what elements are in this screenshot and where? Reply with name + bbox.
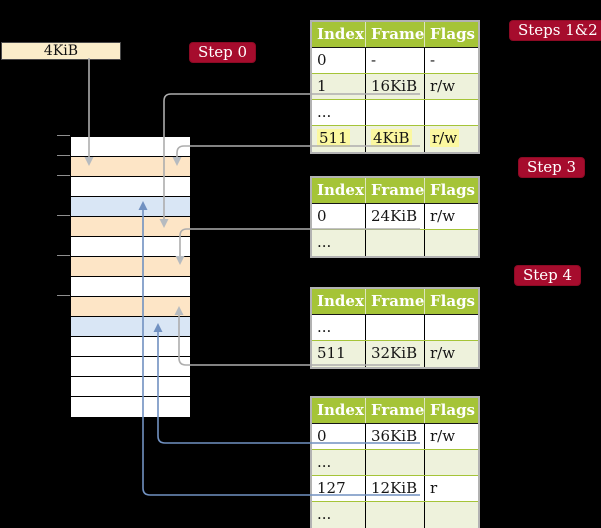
cell-index: 511 [312, 126, 366, 152]
badge-step-4: Step 4 [514, 265, 582, 286]
table-row: ... [312, 450, 478, 476]
memory-row-white [71, 397, 190, 417]
cell-frame [366, 450, 425, 475]
table-row-highlighted: 511 4KiB r/w [312, 126, 478, 152]
memory-tick [57, 215, 70, 216]
highlighted-value: 4KiB [371, 129, 412, 147]
badge-step-3: Step 3 [518, 157, 586, 178]
cell-flags: r [430, 479, 438, 497]
memory-row-white [71, 237, 190, 257]
cell-flags [425, 230, 478, 256]
cell-flags: r/w [430, 77, 456, 95]
memory-tick [57, 155, 70, 156]
cell-frame: 4KiB [366, 126, 425, 152]
memory-row-white [71, 337, 190, 357]
memory-row-white [71, 377, 190, 397]
col-header-frame: Frame [366, 22, 425, 47]
cell-frame [366, 502, 425, 528]
memory-row-white [71, 277, 190, 297]
page-table-step-4-lower: Index Frame Flags 0 36KiB r/w ... 127 12… [310, 396, 480, 528]
cell-flags: r/w [430, 207, 456, 225]
col-header-index: Index [312, 178, 366, 203]
cell-index: ... [312, 100, 366, 125]
cell-frame: 36KiB [366, 424, 425, 449]
col-header-flags: Flags [430, 25, 475, 43]
memory-row-blue [71, 197, 190, 217]
cell-index: ... [312, 450, 366, 475]
table-row: ... [312, 315, 478, 341]
col-header-flags: Flags [430, 292, 475, 310]
table-row: ... [312, 100, 478, 126]
col-header-index: Index [312, 22, 366, 47]
table-header-row: Index Frame Flags [312, 22, 478, 48]
cell-flags [425, 450, 478, 475]
col-header-flags: Flags [430, 181, 475, 199]
cell-flags: r/w [430, 344, 456, 362]
cell-frame: 32KiB [366, 341, 425, 367]
col-header-flags: Flags [430, 401, 475, 419]
table-row: 511 32KiB r/w [312, 341, 478, 367]
cell-flags: - [430, 51, 436, 69]
cell-frame: 12KiB [366, 476, 425, 501]
highlighted-value: r/w [430, 129, 460, 147]
cell-index: 127 [312, 476, 366, 501]
cell-index: 511 [312, 341, 366, 367]
memory-row-white [71, 137, 190, 157]
table-row: 0 36KiB r/w [312, 424, 478, 450]
cell-frame [366, 100, 425, 125]
cell-index: ... [312, 315, 366, 340]
page-table-step-4-upper: Index Frame Flags ... 511 32KiB r/w [310, 287, 480, 369]
cell-frame: - [366, 48, 425, 73]
cell-frame: 16KiB [366, 74, 425, 99]
table-row: ... [312, 502, 478, 528]
cell-frame: 24KiB [366, 204, 425, 229]
cell-index: 0 [312, 424, 366, 449]
page-table-steps-1-2: Index Frame Flags 0 - - 1 16KiB r/w ... … [310, 20, 480, 154]
table-row: 0 - - [312, 48, 478, 74]
memory-row-blue [71, 317, 190, 337]
page-table-step-3: Index Frame Flags 0 24KiB r/w ... [310, 176, 480, 258]
memory-row-peach [71, 157, 190, 177]
cell-index: 0 [312, 204, 366, 229]
table-header-row: Index Frame Flags [312, 398, 478, 424]
memory-row-peach [71, 297, 190, 317]
table-header-row: Index Frame Flags [312, 289, 478, 315]
badge-steps-1-2: Steps 1&2 [509, 20, 601, 41]
col-header-frame: Frame [366, 289, 425, 314]
cell-index: ... [312, 230, 366, 256]
table-row: ... [312, 230, 478, 256]
memory-row-white [71, 177, 190, 197]
memory-tick [57, 255, 70, 256]
col-header-index: Index [312, 398, 366, 423]
memory-row-peach [71, 217, 190, 237]
col-header-index: Index [312, 289, 366, 314]
table-row: 0 24KiB r/w [312, 204, 478, 230]
table-header-row: Index Frame Flags [312, 178, 478, 204]
cell-index: ... [312, 502, 366, 528]
memory-stack [70, 136, 191, 418]
col-header-frame: Frame [366, 178, 425, 203]
cell-flags [425, 100, 478, 125]
highlighted-value: 511 [317, 129, 350, 147]
memory-row-white [71, 357, 190, 377]
memory-tick [57, 135, 70, 136]
col-header-frame: Frame [366, 398, 425, 423]
cell-frame [366, 315, 425, 340]
cell-index: 0 [312, 48, 366, 73]
memory-tick [57, 295, 70, 296]
table-row: 127 12KiB r [312, 476, 478, 502]
cell-flags: r/w [430, 427, 456, 445]
memory-tick [57, 175, 70, 176]
cell-frame [366, 230, 425, 256]
badge-step-0: Step 0 [189, 42, 257, 63]
table-row: 1 16KiB r/w [312, 74, 478, 100]
memory-row-peach [71, 257, 190, 277]
cell-flags [425, 502, 478, 528]
cell-flags [425, 315, 478, 340]
cell-index: 1 [312, 74, 366, 99]
page-size-box: 4KiB [1, 42, 121, 60]
cell-flags: r/w [425, 126, 478, 152]
